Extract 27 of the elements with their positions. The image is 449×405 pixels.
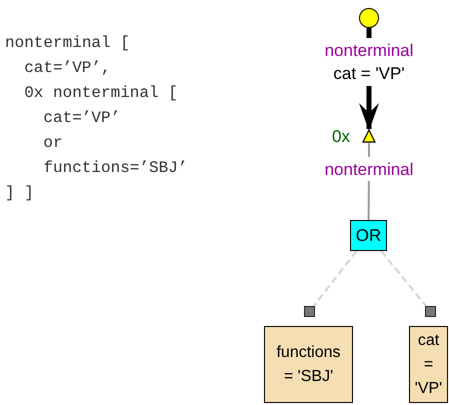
code-line: cat=’VP’ — [43, 108, 120, 128]
attachment-square — [425, 306, 436, 317]
connector-arrow — [359, 86, 379, 131]
root-circle — [359, 8, 379, 28]
code-line: nonterminal [ — [5, 33, 130, 53]
code-line: functions=’SBJ’ — [43, 158, 188, 178]
constraint-text: cat = 'VP' — [414, 330, 442, 398]
attribute-text: cat = 'VP' — [333, 63, 405, 85]
code-line: 0x nonterminal [ — [24, 83, 178, 103]
node-type-text: nonterminal — [324, 158, 414, 180]
or-box — [350, 220, 387, 251]
connector-line — [368, 181, 370, 220]
operator-text: OR — [356, 226, 382, 246]
code-line: cat=’VP’, — [24, 58, 111, 78]
connector-line — [368, 143, 370, 157]
connector-line — [380, 250, 427, 307]
constraint-box — [409, 326, 448, 403]
code-line: ] ] — [5, 183, 34, 203]
node-type-text: nonterminal — [324, 40, 414, 62]
code-line: or — [43, 133, 63, 153]
constraint-box — [264, 326, 353, 403]
attachment-square — [304, 306, 315, 317]
connector-line — [312, 250, 358, 307]
quantifier-triangle — [362, 129, 376, 143]
connector-line — [366, 28, 372, 38]
quantifier-text: 0x — [332, 127, 350, 147]
constraint-text: functions = 'SBJ' — [275, 342, 342, 386]
